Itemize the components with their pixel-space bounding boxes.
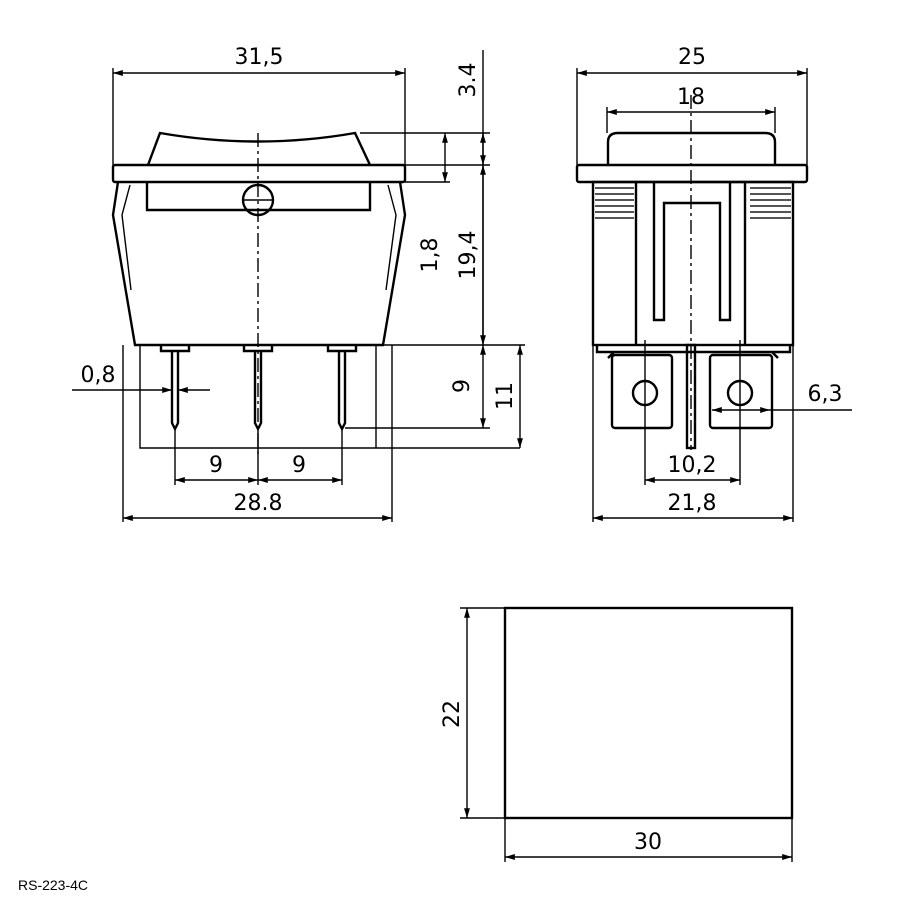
terminal-right <box>708 353 774 430</box>
dim-terminal-pitch: 10,2 <box>668 453 717 478</box>
dim-pin-length: 9 <box>450 379 475 393</box>
panel-cutout: 22 30 <box>440 606 794 862</box>
flange <box>111 163 407 184</box>
dim-pin-total-length: 11 <box>493 382 518 410</box>
rocker <box>146 131 372 166</box>
dim-pin-pitch-left: 9 <box>209 453 223 478</box>
dim-cutout-width: 30 <box>634 830 662 855</box>
dim-body-width: 28.8 <box>234 491 283 516</box>
body <box>111 181 407 347</box>
dim-rocker-width: 18 <box>677 85 705 110</box>
side-view: 25 18 10,2 21,8 6,3 <box>575 45 852 522</box>
front-view: 31,5 3.4 1,8 19,4 9 11 0,8 9 9 28.8 <box>72 45 525 522</box>
dim-rocker-height: 3.4 <box>456 63 481 98</box>
dim-pin-pitch-right: 9 <box>292 453 306 478</box>
dim-flange-width: 25 <box>678 45 706 70</box>
dim-side-body-width: 21,8 <box>668 491 717 516</box>
dim-width-overall: 31,5 <box>235 45 284 70</box>
cutout-outline <box>503 606 794 820</box>
dim-terminal-width: 6,3 <box>808 382 843 407</box>
part-code: RS-223-4C <box>18 877 89 893</box>
grip-stripes <box>595 187 791 219</box>
dim-rocker-offset: 1,8 <box>418 238 443 273</box>
terminal-left <box>610 353 674 430</box>
pins <box>159 345 358 432</box>
dim-pin-thickness: 0,8 <box>81 363 116 388</box>
flange <box>575 163 809 184</box>
dim-body-height: 19,4 <box>456 231 481 280</box>
dim-cutout-height: 22 <box>440 700 465 728</box>
